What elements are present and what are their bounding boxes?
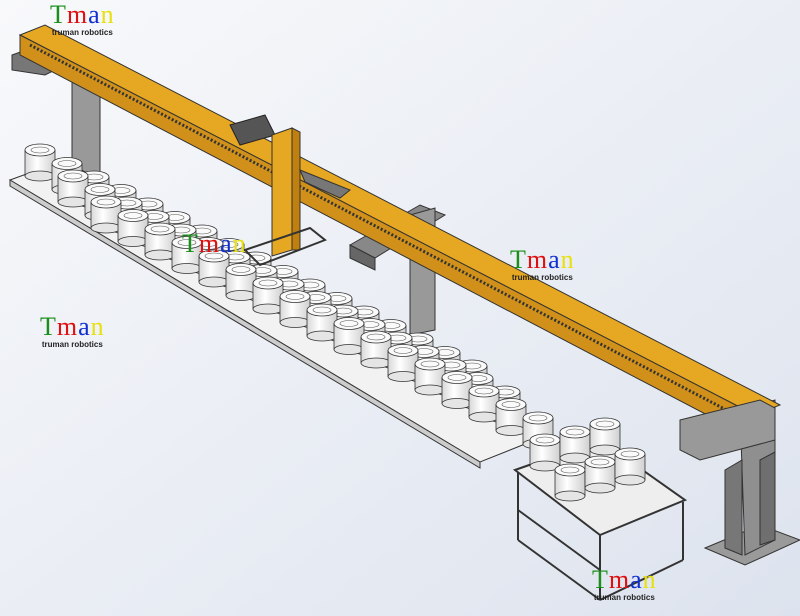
bucket	[589, 417, 621, 456]
logo-letter: T	[50, 0, 67, 29]
logo-letter: T	[182, 229, 199, 258]
logo-letter: n	[560, 245, 575, 274]
gantry-beam	[18, 24, 782, 461]
bucket	[24, 143, 56, 182]
bucket	[306, 303, 338, 342]
gantry-carriage	[229, 114, 351, 267]
bucket	[252, 276, 284, 315]
bucket	[554, 463, 586, 502]
bucket	[57, 169, 89, 208]
logo-letter: a	[220, 229, 233, 258]
bucket	[333, 317, 365, 355]
bucket	[360, 330, 392, 369]
watermark-logo: Tman	[182, 229, 247, 258]
logo-letter: m	[198, 229, 221, 258]
bucket	[225, 263, 257, 301]
logo-letter: m	[66, 0, 89, 29]
logo-letter: n	[232, 229, 247, 258]
bucket	[387, 344, 419, 382]
logo-letter: a	[548, 245, 561, 274]
logo-letter: n	[642, 565, 657, 594]
logo-letter: a	[78, 312, 91, 341]
logo-letter: a	[88, 0, 101, 29]
watermark-tagline: truman robotics	[41, 340, 103, 349]
watermark-logo: Tman truman robotics	[40, 312, 105, 350]
watermark-logo: Tman truman robotics	[510, 245, 575, 283]
logo-letter: m	[56, 312, 79, 341]
logo-letter: T	[40, 312, 57, 341]
bucket	[144, 222, 176, 261]
bucket	[279, 290, 311, 328]
watermark-logo: Tman truman robotics	[592, 565, 657, 603]
bucket	[441, 371, 473, 409]
logo-letter: n	[100, 0, 115, 29]
logo-letter: T	[592, 565, 609, 594]
bucket	[117, 209, 149, 247]
logo-letter: a	[630, 565, 643, 594]
bucket	[529, 433, 561, 472]
bucket	[468, 384, 500, 423]
logo-letter: m	[608, 565, 631, 594]
watermark-logo: Tman truman robotics	[50, 0, 115, 38]
bucket	[559, 425, 591, 464]
logo-letter: m	[526, 245, 549, 274]
bucket	[90, 195, 122, 234]
bucket	[171, 236, 203, 274]
bucket	[495, 398, 527, 436]
watermark-tagline: truman robotics	[51, 28, 113, 37]
logo-letter: n	[90, 312, 105, 341]
bucket	[414, 357, 446, 396]
watermark-tagline: truman robotics	[593, 593, 655, 602]
bucket	[584, 455, 616, 494]
bucket	[614, 447, 646, 486]
logo-letter: T	[510, 245, 527, 274]
bucket	[198, 249, 230, 288]
watermark-tagline: truman robotics	[511, 273, 573, 282]
bucket-group	[24, 143, 646, 502]
